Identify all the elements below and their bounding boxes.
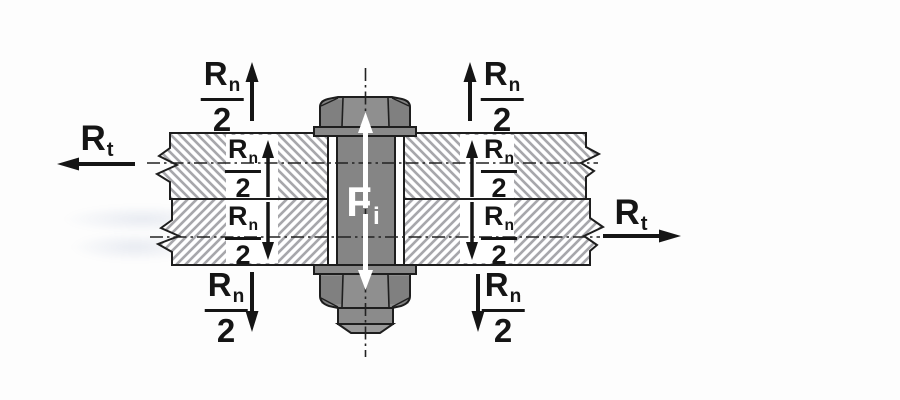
rn-arrow-inner-top-left [262,140,274,197]
normal-force-arrows [245,62,485,332]
rn-half-label-outer-top-left: Rn 2 [200,57,244,136]
rt-label-left: Rt [80,121,113,161]
rn-arrow-outer-top-right [463,62,477,121]
rt-sub: t [106,139,114,162]
rt-arrow-left [57,157,135,171]
rn-half-label-outer-bottom-right: Rn 2 [481,268,525,347]
rn-arrow-inner-bottom-right [466,202,478,260]
rt-arrow-right [603,229,681,243]
rn-arrow-inner-top-right [466,140,478,197]
transverse-force-arrows [57,157,681,243]
bolt-hole-clearance [327,134,405,264]
rn-half-label-outer-bottom-left: Rn 2 [204,268,248,347]
rn-arrow-outer-top-left [245,62,259,121]
fi-label: Fi [346,181,379,229]
rn-arrow-outer-bottom-left [245,272,259,332]
fi-base: F [346,178,372,225]
rt-sub: t [640,213,648,236]
rn-arrow-outer-bottom-right [471,274,485,332]
rn-half-label-inner-top-left: Rn 2 [224,136,262,202]
rn-half-label-inner-top-right: Rn 2 [480,136,518,202]
fi-sub: i [372,202,380,230]
rn-half-label-inner-bottom-left: Rn 2 [224,203,262,269]
preload-force-arrow [358,112,373,290]
rn-half-label-outer-top-right: Rn 2 [480,57,524,136]
rt-base: R [80,119,106,158]
rn-arrow-inner-bottom-left [262,202,274,260]
rt-label-right: Rt [614,195,647,235]
bolt-head [319,96,411,128]
rn-half-label-inner-bottom-right: Rn 2 [480,203,518,269]
rt-base: R [614,193,640,232]
